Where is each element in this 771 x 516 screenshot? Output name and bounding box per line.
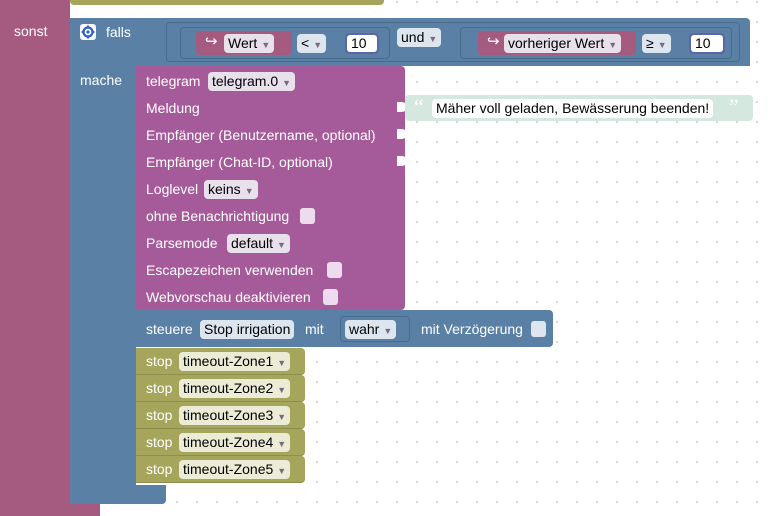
stop-label: stop	[146, 353, 173, 369]
if-label: falls	[106, 24, 131, 40]
quote-close-icon: ”	[729, 94, 739, 119]
recipient-user-label: Empfänger (Benutzername, optional)	[146, 127, 376, 143]
operator-dropdown-right[interactable]: ≥▼	[642, 34, 671, 53]
stop-timeout-block[interactable]: stop timeout-Zone3▼	[136, 402, 305, 429]
quote-open-icon: “	[414, 94, 424, 119]
else-block-inner-edge	[6, 0, 18, 516]
chevron-down-icon: ▼	[383, 326, 393, 336]
timeout-dropdown[interactable]: timeout-Zone3▼	[179, 406, 291, 425]
preview-checkbox[interactable]	[323, 289, 338, 305]
number-block-right[interactable]: 10	[689, 33, 725, 54]
timeout-name: timeout-Zone1	[183, 353, 274, 369]
timeout-name: timeout-Zone5	[183, 461, 274, 477]
do-label: mache	[80, 72, 123, 88]
variable-icon-right: ↪	[487, 33, 500, 50]
delay-label: mit Verzögerung	[421, 321, 523, 337]
chevron-down-icon: ▼	[244, 186, 254, 196]
stop-timeout-block[interactable]: stop timeout-Zone1▼	[136, 348, 305, 375]
chevron-down-icon: ▼	[608, 40, 618, 50]
preview-label: Webvorschau deaktivieren	[146, 289, 311, 305]
variable-field-right[interactable]: vorheriger Wert▼	[504, 34, 622, 53]
stop-label: stop	[146, 434, 173, 450]
if-block-footer	[70, 485, 166, 504]
control-with-label: mit	[305, 321, 324, 337]
silent-checkbox[interactable]	[300, 208, 315, 224]
number-block-left[interactable]: 10	[345, 33, 379, 54]
input-notch	[397, 102, 407, 112]
stop-timeout-block[interactable]: stop timeout-Zone4▼	[136, 429, 305, 456]
timeout-name: timeout-Zone3	[183, 407, 274, 423]
chevron-down-icon: ▼	[277, 412, 287, 422]
chevron-down-icon: ▼	[277, 466, 287, 476]
parsemode-label: Parsemode	[146, 235, 218, 251]
stop-timeout-block[interactable]: stop timeout-Zone5▼	[136, 456, 305, 483]
loglevel-dropdown[interactable]: keins▼	[204, 180, 258, 199]
boolean-dropdown[interactable]: wahr▼	[345, 320, 397, 339]
input-notch	[397, 129, 407, 139]
message-text-input[interactable]: Mäher voll geladen, Bewässerung beenden!	[432, 99, 714, 118]
else-label: sonst	[14, 23, 48, 39]
silent-label: ohne Benachrichtigung	[146, 208, 290, 224]
logic-operator-dropdown[interactable]: und▼	[397, 28, 442, 47]
stop-label: stop	[146, 380, 173, 396]
recipient-chat-label: Empfänger (Chat-ID, optional)	[146, 154, 333, 170]
chevron-down-icon: ▼	[277, 240, 286, 250]
stop-label: stop	[146, 461, 173, 477]
telegram-instance-dropdown[interactable]: telegram.0▼	[208, 72, 296, 91]
delay-checkbox[interactable]	[531, 321, 546, 337]
escape-checkbox[interactable]	[327, 262, 342, 278]
variable-icon-left: ↪	[205, 33, 218, 50]
timeout-dropdown[interactable]: timeout-Zone1▼	[179, 352, 291, 371]
chevron-down-icon: ▼	[428, 34, 438, 44]
timeout-dropdown[interactable]: timeout-Zone2▼	[179, 379, 291, 398]
control-label: steuere	[146, 321, 193, 337]
chevron-down-icon: ▼	[277, 358, 287, 368]
loglevel-label: Loglevel	[146, 181, 199, 197]
chevron-down-icon: ▼	[313, 40, 323, 50]
chevron-down-icon: ▼	[261, 40, 271, 50]
stop-timeout-block[interactable]: stop timeout-Zone2▼	[136, 375, 305, 402]
control-target-field[interactable]: Stop irrigation	[200, 320, 295, 339]
previous-block-fragment	[70, 0, 384, 5]
telegram-label: telegram	[146, 73, 201, 89]
variable-field-left[interactable]: Wert▼	[224, 34, 275, 53]
chevron-down-icon: ▼	[282, 78, 292, 88]
chevron-down-icon: ▼	[277, 439, 287, 449]
escape-label: Escapezeichen verwenden	[146, 262, 314, 278]
chevron-down-icon: ▼	[657, 40, 667, 50]
message-label: Meldung	[146, 100, 200, 116]
parsemode-dropdown[interactable]: default▼	[227, 234, 290, 253]
timeout-name: timeout-Zone4	[183, 434, 274, 450]
timeout-dropdown[interactable]: timeout-Zone5▼	[179, 460, 291, 479]
stop-label: stop	[146, 407, 173, 423]
timeout-name: timeout-Zone2	[183, 380, 274, 396]
if-block-body	[70, 18, 136, 504]
timeout-dropdown[interactable]: timeout-Zone4▼	[179, 433, 291, 452]
telegram-block[interactable]	[136, 66, 405, 310]
gear-icon[interactable]	[80, 24, 96, 40]
operator-dropdown-left[interactable]: <▼	[297, 34, 327, 53]
input-notch	[397, 156, 407, 166]
chevron-down-icon: ▼	[277, 385, 287, 395]
